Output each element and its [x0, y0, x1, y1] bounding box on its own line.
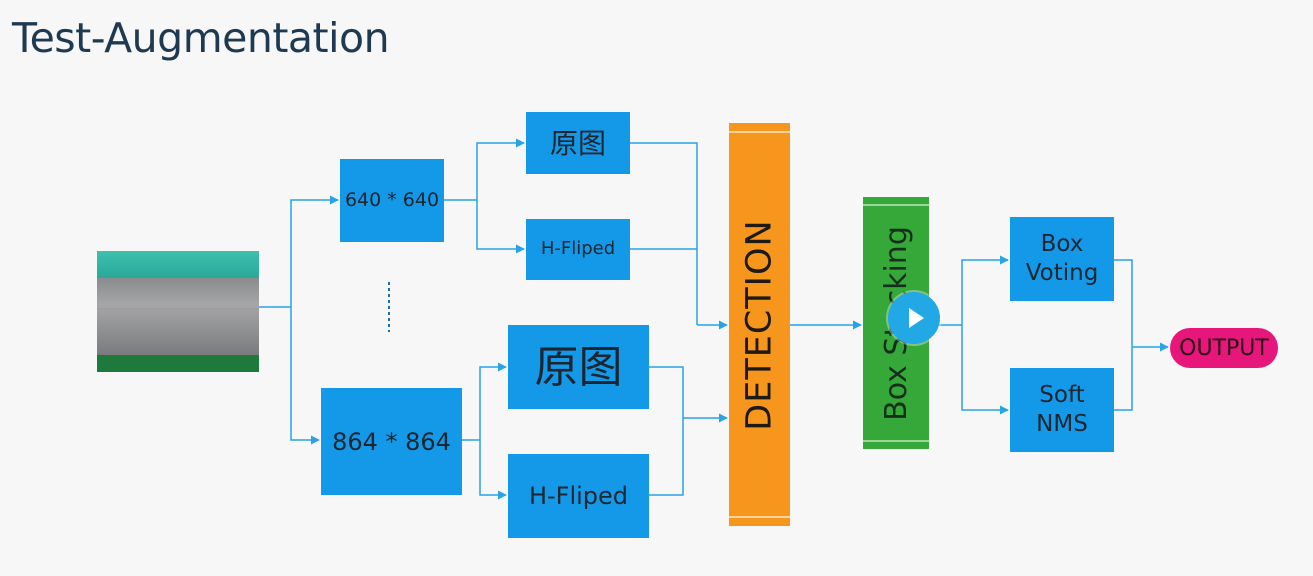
- small-original-box: 原图: [526, 112, 630, 174]
- soft-nms-line1: Soft: [1039, 382, 1085, 409]
- detection-block: DETECTION: [729, 123, 790, 526]
- ellipsis-dots: [388, 282, 390, 332]
- wire-640-orig-merge: [630, 142, 698, 325]
- wire-to-nms: [961, 325, 1009, 415]
- page-title: Test-Augmentation: [12, 14, 390, 62]
- input-image: [97, 251, 259, 372]
- scale-864-box: 864 * 864: [321, 388, 462, 495]
- wire-864-flip: [479, 440, 507, 500]
- small-flipped-box: H-Fliped: [526, 219, 630, 280]
- wire-to-voting: [961, 255, 1009, 325]
- wire-640-orig: [476, 138, 525, 200]
- wire-to-864: [290, 307, 320, 445]
- wire-640-flip: [476, 200, 525, 254]
- play-icon: [908, 308, 924, 328]
- play-button[interactable]: [888, 292, 940, 344]
- scale-640-box: 640 * 640: [340, 159, 444, 242]
- box-voting-line2: Voting: [1025, 260, 1099, 286]
- wire-864-orig-merge: [649, 366, 684, 418]
- soft-nms-box: Soft NMS: [1010, 368, 1114, 452]
- wire-voting-out: [1114, 259, 1133, 347]
- wire-nms-out: [1114, 347, 1133, 411]
- output-node: OUTPUT: [1170, 328, 1278, 368]
- box-voting-box: Box Voting: [1010, 217, 1114, 301]
- wire-864-flip-merge: [649, 418, 684, 496]
- large-flipped-box: H-Fliped: [508, 454, 649, 538]
- wire-to-640: [290, 195, 339, 307]
- wire-864-orig: [479, 362, 507, 440]
- large-original-box: 原图: [508, 325, 649, 409]
- detection-label: DETECTION: [739, 218, 780, 431]
- soft-nms-line2: NMS: [1036, 411, 1088, 437]
- box-voting-line1: Box: [1040, 231, 1084, 258]
